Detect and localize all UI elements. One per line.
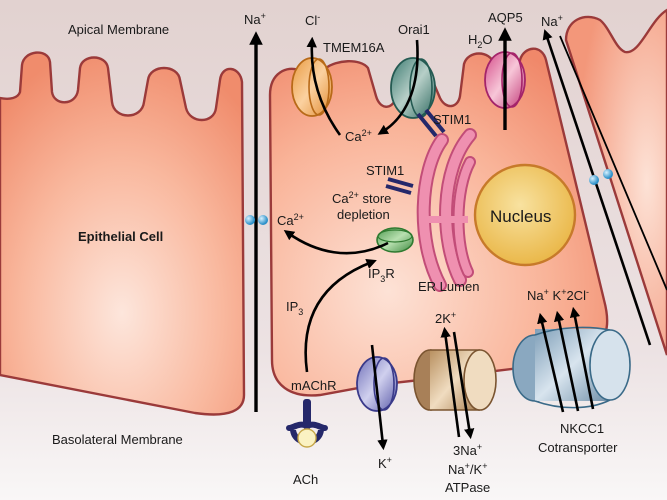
k-efflux-arrow	[370, 344, 388, 451]
stim1-top-label: STIM1	[433, 112, 471, 127]
ip3r-channel	[376, 227, 414, 253]
left-epithelial-cell	[0, 51, 246, 416]
nkcc1-cl-arrow	[569, 306, 595, 410]
atpase-name-line2: ATPase	[445, 480, 490, 495]
stim1-top	[416, 108, 446, 138]
orai1-label: Orai1	[398, 22, 430, 37]
store-depletion-label-line2: depletion	[337, 207, 390, 222]
tight-junction-bead	[603, 169, 613, 179]
na-efflux-arrow	[452, 331, 475, 440]
atpase-name-line1: Na+/K+	[448, 461, 487, 477]
ip3r-label: IP3R	[368, 266, 395, 284]
er-lumen-label: ER Lumen	[418, 279, 479, 294]
atpase-3na-label: 3Na+	[453, 442, 482, 458]
h2o-label: H2O	[468, 32, 493, 50]
tmem16a-label: TMEM16A	[323, 40, 385, 55]
nkcc1-k-arrow	[553, 310, 580, 412]
ach-ligand	[297, 428, 317, 448]
nkcc1-type-label: Cotransporter	[538, 440, 618, 455]
aqp5-label: AQP5	[488, 10, 523, 25]
ca-orai-label: Ca2+	[345, 128, 372, 144]
nucleus-label: Nucleus	[490, 207, 551, 226]
stim1-left-label: STIM1	[366, 163, 404, 178]
stim1-left	[385, 177, 414, 195]
nkcc1-name-label: NKCC1	[560, 421, 604, 436]
paracellular-na-arrow-right	[542, 29, 652, 346]
atpase-2k-label: 2K+	[435, 310, 456, 326]
nkcc1-ions-label: Na+ K+2Cl-	[527, 287, 589, 303]
k-influx-arrow	[440, 326, 461, 438]
nkcc1-na-arrow	[537, 312, 565, 413]
ip3-label: IP3	[286, 299, 303, 317]
cl-label: Cl-	[305, 12, 320, 28]
ip3-signal-arrow	[304, 259, 377, 373]
paracellular-line-right	[559, 35, 667, 291]
tight-junction-bead	[245, 215, 255, 225]
nkcc1-cotransporter	[512, 326, 631, 409]
k-label: K+	[378, 455, 392, 471]
nucleus	[473, 163, 577, 267]
ca-influx-arrow	[377, 39, 419, 135]
paracellular-na-label-left: Na+	[244, 11, 266, 27]
cl-efflux-arrow	[306, 36, 342, 136]
na-k-atpase	[413, 349, 497, 411]
tight-junction-bead	[589, 175, 599, 185]
ca-release-arrow	[283, 230, 389, 255]
paracellular-na-label-right: Na+	[541, 13, 563, 29]
tight-junction-bead	[258, 215, 268, 225]
right-epithelial-cell	[564, 8, 667, 356]
machr-label: mAChR	[291, 378, 337, 393]
epithelial-cell-label: Epithelial Cell	[78, 229, 163, 244]
ca-ip3-label: Ca2+	[277, 212, 304, 228]
store-depletion-label-line1: Ca2+ store	[332, 190, 391, 206]
apical-membrane-label: Apical Membrane	[68, 22, 169, 37]
endoplasmic-reticulum	[416, 128, 477, 292]
ach-label: ACh	[293, 472, 318, 487]
basolateral-membrane-label: Basolateral Membrane	[52, 432, 183, 447]
